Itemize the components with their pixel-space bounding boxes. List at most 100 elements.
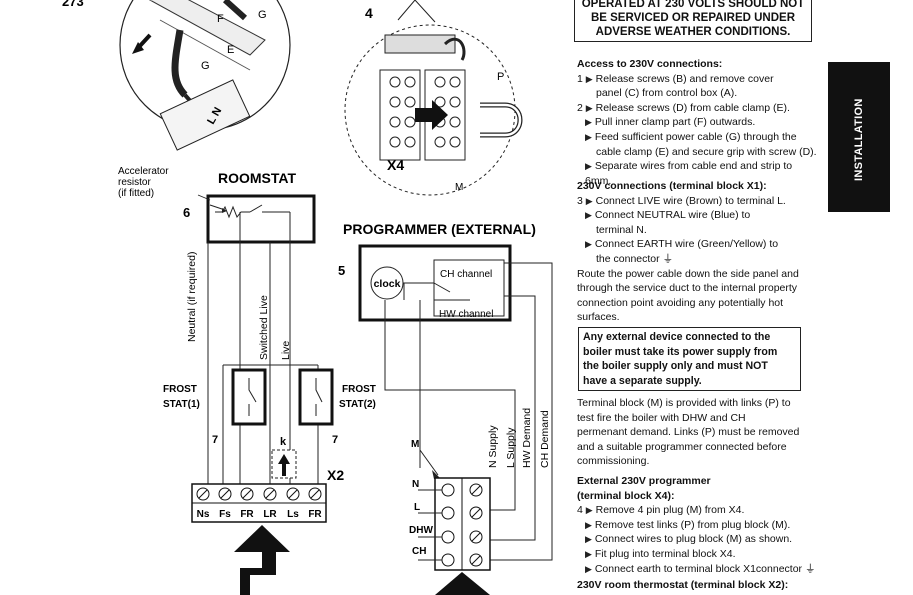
route-line-2: through the service duct to the internal… bbox=[577, 282, 798, 295]
tb-line-5: commissioning. bbox=[577, 455, 650, 468]
n-supply-label: N Supply bbox=[487, 425, 499, 468]
x1-section: 230V connections (terminal block X1): 3 … bbox=[577, 179, 817, 325]
live-label: Live bbox=[280, 341, 292, 360]
warning-note-box: Any external device connected to the boi… bbox=[578, 327, 801, 391]
plug-fig-number: 4 bbox=[365, 5, 373, 21]
access-step-3: ▶ Pull inner clamp part (F) outwards. bbox=[585, 116, 756, 129]
programmer-clock-label: clock bbox=[374, 278, 401, 290]
warning-line-1: OPERATED AT 230 VOLTS SHOULD NOT bbox=[581, 0, 805, 10]
programmer-title: PROGRAMMER (EXTERNAL) bbox=[343, 221, 536, 237]
frost-left-line1: FROST bbox=[163, 384, 197, 395]
l-supply-label: L Supply bbox=[505, 427, 517, 468]
accelerator-line1: Accelerator bbox=[118, 166, 169, 177]
cable-clamp-detail bbox=[119, 0, 291, 151]
x2-term-4: LR bbox=[263, 509, 277, 520]
access-step-1: 1 ▶ Release screws (B) and remove cover bbox=[577, 72, 774, 85]
programmer-hw: HW channel bbox=[439, 309, 493, 320]
access-heading: Access to 230V connections: bbox=[577, 58, 723, 70]
x2-term-3: FR bbox=[240, 509, 254, 520]
roomstat-fig-number: 6 bbox=[183, 205, 190, 220]
warning-box-top: OPERATED AT 230 VOLTS SHOULD NOT BE SERV… bbox=[574, 0, 812, 42]
frost-left-number: 7 bbox=[212, 434, 218, 446]
tb-line-2: test fire the boiler with DHW and CH bbox=[577, 411, 746, 424]
warning-line-3: ADVERSE WEATHER CONDITIONS. bbox=[595, 26, 791, 38]
note-line-2: boiler must take its power supply from bbox=[583, 345, 778, 358]
accelerator-line3: (if fitted) bbox=[118, 188, 154, 199]
frost-right-line2: STAT(2) bbox=[339, 399, 376, 410]
frost-right-number: 7 bbox=[332, 434, 338, 446]
switched-live-label: Switched Live bbox=[258, 295, 270, 360]
route-line-3: connection point avoiding any potentiall… bbox=[577, 296, 784, 309]
x2-term-1: Ns bbox=[197, 509, 210, 520]
access-section: Access to 230V connections: 1 ▶ Release … bbox=[577, 57, 817, 188]
roomstat-title: ROOMSTAT bbox=[218, 170, 296, 186]
x1-heading: 230V connections (terminal block X1): bbox=[577, 180, 767, 192]
access-step-2: 2 ▶ Release screws (D) from cable clamp … bbox=[577, 101, 790, 114]
access-step-4b: cable clamp (E) and secure grip with scr… bbox=[596, 145, 817, 158]
neutral-label: Neutral (if required) bbox=[186, 252, 198, 342]
roomstat-box bbox=[206, 194, 316, 244]
label-m-plug: M bbox=[455, 182, 463, 193]
earth-icon: ⏚ bbox=[662, 252, 674, 265]
access-step-1b: panel (C) from control box (A). bbox=[596, 87, 738, 100]
route-line-1: Route the power cable down the side pane… bbox=[577, 267, 799, 280]
ext-step-5: ▶ Connect earth to terminal block X1conn… bbox=[585, 562, 816, 575]
block-m-arrow bbox=[435, 572, 490, 595]
section-tab-label: INSTALLATION bbox=[853, 98, 865, 181]
x2-arrow bbox=[234, 525, 290, 595]
block-m-dhw: DHW bbox=[409, 525, 433, 536]
frost-right-line1: FROST bbox=[342, 384, 376, 395]
frost-left-line2: STAT(1) bbox=[163, 399, 200, 410]
section-tab bbox=[828, 62, 890, 212]
x2-label: X2 bbox=[327, 467, 344, 483]
access-step-5: ▶ Separate wires from cable end and stri… bbox=[585, 160, 793, 187]
ch-demand-label: CH Demand bbox=[539, 410, 551, 468]
terminal-block-section: Terminal block (M) is provided with link… bbox=[577, 396, 817, 469]
ext-heading-2: (terminal block X4): bbox=[577, 489, 675, 502]
access-step-4: ▶ Feed sufficient power cable (G) throug… bbox=[585, 130, 797, 143]
accelerator-line2: resistor bbox=[118, 177, 151, 188]
note-line-4: have a separate supply. bbox=[583, 374, 702, 387]
ext-step-3: ▶ Connect wires to plug block (M) as sho… bbox=[585, 533, 793, 546]
label-m-block: M bbox=[411, 439, 419, 450]
route-line-4: surfaces. bbox=[577, 311, 620, 324]
label-p: P bbox=[497, 71, 504, 83]
x4-plug-detail bbox=[344, 0, 523, 196]
x1-step-2b: terminal N. bbox=[596, 223, 647, 236]
label-k: k bbox=[280, 436, 287, 448]
external-programmer-section: External 230V programmer (terminal block… bbox=[577, 474, 817, 593]
x4-label: X4 bbox=[387, 157, 404, 173]
page-number: 273 bbox=[62, 0, 84, 9]
note-line-3: the boiler supply only and must NOT bbox=[583, 360, 768, 372]
ext-step-2: ▶ Remove test links (P) from plug block … bbox=[585, 518, 791, 531]
block-m-n: N bbox=[412, 479, 419, 490]
tb-line-3: permenant demand. Links (P) must be remo… bbox=[577, 426, 800, 439]
label-f: F bbox=[217, 13, 224, 25]
note-line-1: Any external device connected to the bbox=[583, 331, 771, 343]
x2-term-6: FR bbox=[308, 509, 322, 520]
x2-term-5: Ls bbox=[287, 509, 299, 520]
ext-step-4: ▶ Fit plug into terminal block X4. bbox=[585, 547, 736, 560]
block-m-ch: CH bbox=[412, 546, 426, 557]
x1-step-2: ▶ Connect NEUTRAL wire (Blue) to bbox=[585, 209, 751, 222]
block-m-l: L bbox=[414, 502, 420, 513]
x1-step-3: ▶ Connect EARTH wire (Green/Yellow) to bbox=[585, 238, 779, 251]
programmer-fig-number: 5 bbox=[338, 263, 345, 278]
ext-heading-1: External 230V programmer bbox=[577, 475, 711, 487]
x1-step-3b: the connector ⏚ bbox=[596, 252, 674, 265]
tb-line-1: Terminal block (M) is provided with link… bbox=[577, 397, 791, 409]
label-e: E bbox=[227, 44, 234, 56]
earth-icon-2: ⏚ bbox=[804, 562, 816, 575]
programmer-box bbox=[358, 244, 512, 322]
programmer-ch: CH channel bbox=[440, 269, 492, 280]
x2-term-2: Fs bbox=[219, 509, 231, 520]
warning-line-2: BE SERVICED OR REPAIRED UNDER bbox=[590, 12, 796, 24]
tb-line-4: and a suitable programmer connected befo… bbox=[577, 440, 787, 453]
ext-step-1: 4 ▶ Remove 4 pin plug (M) from X4. bbox=[577, 504, 745, 517]
hw-demand-label: HW Demand bbox=[521, 408, 533, 468]
x1-step-1: 3 ▶ Connect LIVE wire (Brown) to termina… bbox=[577, 194, 786, 207]
label-g-top: G bbox=[258, 9, 267, 21]
label-g-mid: G bbox=[201, 60, 210, 72]
room-heading: 230V room thermostat (terminal block X2)… bbox=[577, 579, 789, 592]
